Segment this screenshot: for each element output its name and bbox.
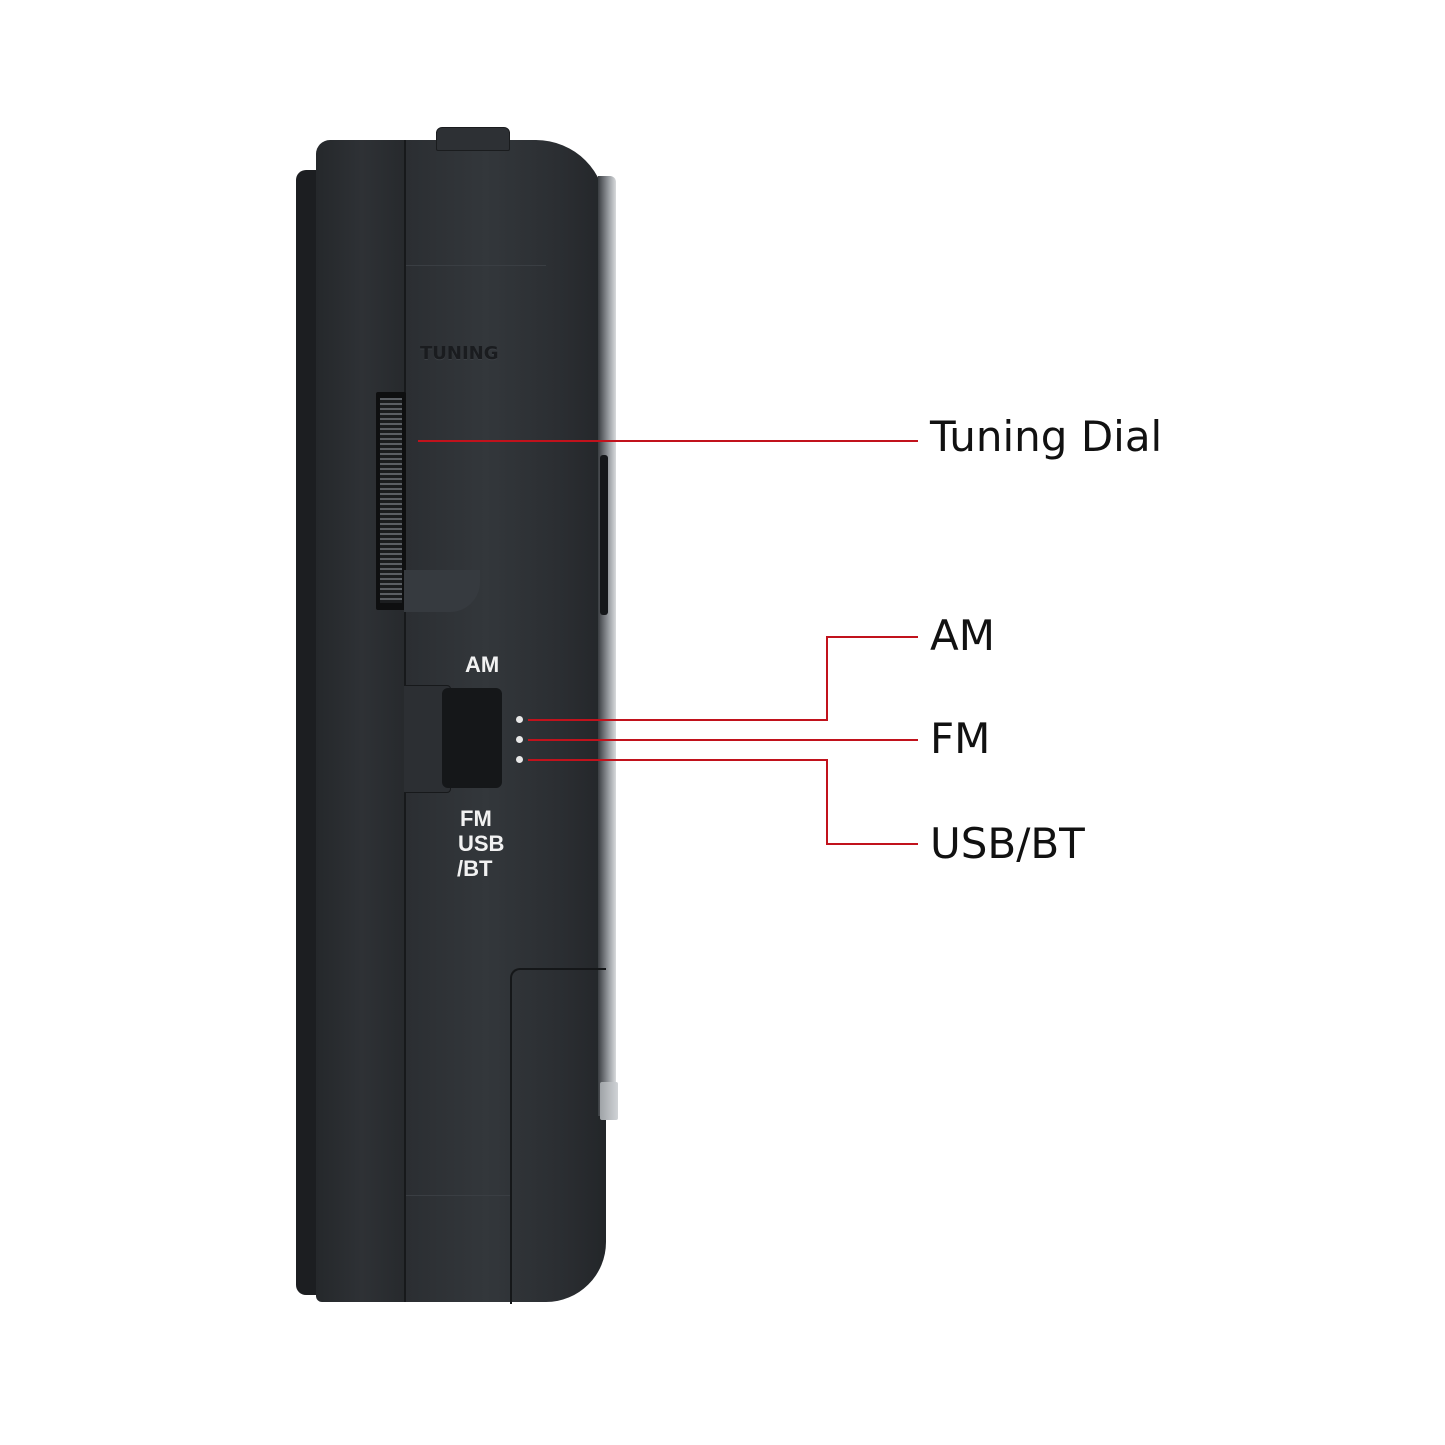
front-edge-gap [600,455,608,615]
bottom-panel-edge [406,1195,510,1196]
battery-door [510,968,606,1304]
callout-line-usb-bt-a [528,759,828,761]
radio-body-left [316,140,408,1302]
position-dot-fm [516,736,523,743]
panel-edge [406,265,546,266]
callout-label-am: AM [930,611,995,660]
tuning-dial-wheel [380,398,402,603]
switch-print-am: AM [465,652,500,677]
switch-print-usb: USB [458,831,505,856]
callout-line-fm [528,739,918,741]
top-button-nub [436,127,510,151]
radio-front-edge [598,176,616,1116]
switch-print-bt: /BT [457,856,493,881]
callout-line-am-a [528,719,828,721]
position-dot-usb-bt [516,756,523,763]
callout-line-usb-bt-b [826,759,828,845]
dial-recess [404,570,480,612]
position-dot-am [516,716,523,723]
callout-label-fm: FM [930,714,991,763]
callout-line-usb-bt-c [826,843,918,845]
callout-label-tuning-dial: Tuning Dial [930,412,1163,461]
stand-peg [600,1082,618,1120]
tuning-engraving: TUNING [420,343,499,364]
band-switch-housing [442,688,502,788]
band-switch-knob [452,696,494,780]
callout-line-tuning-dial [418,440,918,442]
switch-print-fm: FM [460,806,492,831]
callout-line-am-b [826,636,828,721]
callout-line-am-c [826,636,918,638]
callout-label-usb-bt: USB/BT [930,819,1085,868]
